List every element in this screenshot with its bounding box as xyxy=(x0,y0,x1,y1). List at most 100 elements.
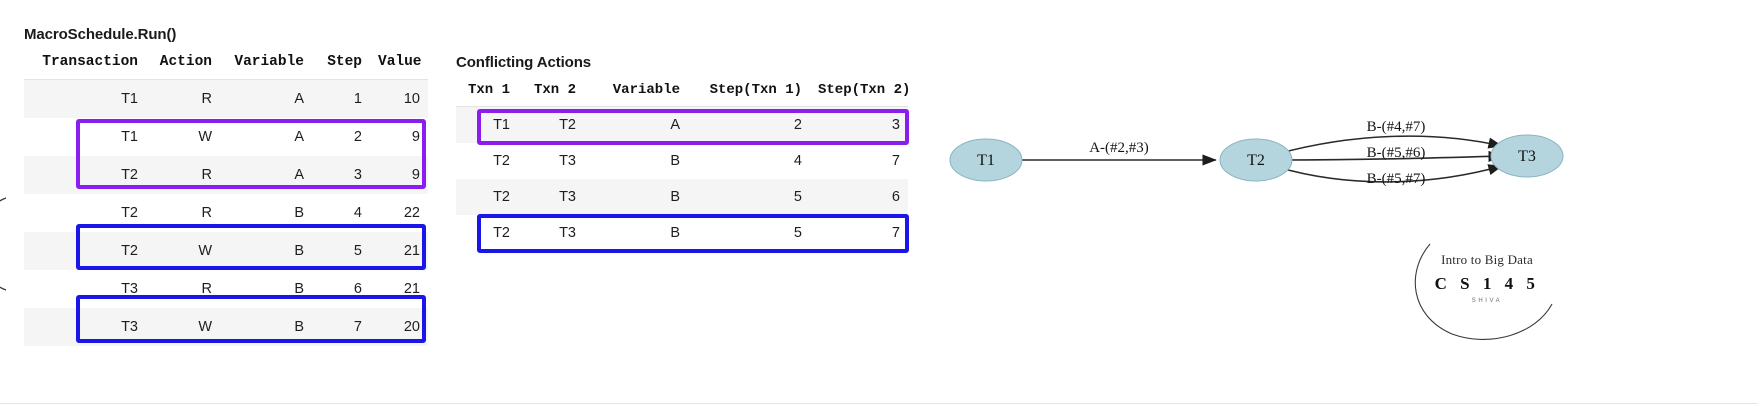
cell-step: 3 xyxy=(312,156,370,194)
cell-variable: B xyxy=(294,205,304,221)
cell-variable: B xyxy=(670,225,680,241)
precedence-graph: T1 T2 T3 A-(#2,#3) B-(#4,#7) B-(#5,#6) B… xyxy=(930,112,1580,222)
cell-variable: B xyxy=(294,281,304,297)
graph-node-label-t3: T3 xyxy=(1518,148,1536,165)
cell-txn1: T1 xyxy=(456,106,518,143)
logo-title: Intro to Big Data xyxy=(1441,252,1533,267)
cell-step: 5 xyxy=(312,232,370,270)
table-row: T1 T2 A 2 3 xyxy=(456,106,908,143)
graph-edge-label-b1: B-(#4,#7) xyxy=(1367,119,1426,135)
column-header-action: Action xyxy=(146,52,220,80)
logo-subtitle: SHIVA xyxy=(1471,298,1503,304)
conflicting-actions-table: Txn 1 Txn 2 Variable Step(Txn 1) Step(Tx… xyxy=(456,80,910,251)
cell-txn2: T3 xyxy=(559,225,576,241)
cell-action: R xyxy=(201,205,212,221)
cell-txn1: T2 xyxy=(493,225,510,241)
table-row: T2 T3 B 4 7 xyxy=(456,143,908,179)
cell-step-txn1: 5 xyxy=(688,179,810,215)
column-header-step-txn2: Step(Txn 2) xyxy=(810,80,910,107)
column-header-txn1: Txn 1 xyxy=(456,80,518,107)
cell-variable: A xyxy=(584,106,688,143)
cell-value: 21 xyxy=(403,281,420,297)
cell-transaction: T3 xyxy=(121,281,138,297)
cell-variable: A xyxy=(294,129,304,145)
cell-variable: B xyxy=(220,308,312,346)
cell-step: 7 xyxy=(312,308,370,346)
left-edge-arc-decoration xyxy=(0,197,7,291)
table-row: T1 R A 1 10 xyxy=(24,79,428,118)
column-header-txn2: Txn 2 xyxy=(518,80,584,107)
cell-value: 20 xyxy=(370,308,428,346)
cell-txn1: T2 xyxy=(493,153,510,169)
conflicting-actions-title: Conflicting Actions xyxy=(456,54,592,71)
cell-value: 21 xyxy=(370,232,428,270)
cell-step: 4 xyxy=(353,205,362,221)
cell-step-txn1: 4 xyxy=(793,153,802,169)
cell-step-txn1: 5 xyxy=(793,225,802,241)
table-header-row: Txn 1 Txn 2 Variable Step(Txn 1) Step(Tx… xyxy=(456,80,910,107)
macroschedule-title: MacroSchedule.Run() xyxy=(24,26,177,43)
cell-action: W xyxy=(146,232,220,270)
cell-action: W xyxy=(198,129,212,145)
cell-action: R xyxy=(146,79,220,118)
column-header-step-txn1: Step(Txn 1) xyxy=(688,80,810,107)
cell-value: 22 xyxy=(403,205,420,221)
graph-edge-label-b3: B-(#5,#7) xyxy=(1367,171,1426,187)
cell-step-txn2: 7 xyxy=(891,225,900,241)
cell-step: 1 xyxy=(312,79,370,118)
graph-edge-t2-t3-mid xyxy=(1278,150,1503,162)
table-row: T2 W B 5 21 xyxy=(24,232,428,270)
table-row: T2 R A 3 9 xyxy=(24,156,428,194)
column-header-transaction: Transaction xyxy=(24,52,146,80)
cell-variable: B xyxy=(584,179,688,215)
cell-variable: A xyxy=(220,79,312,118)
column-header-variable: Variable xyxy=(584,80,688,107)
table-row: T2 T3 B 5 6 xyxy=(456,179,908,215)
graph-node-t3 xyxy=(1490,134,1564,178)
cell-action: R xyxy=(201,281,212,297)
table-header-row: Transaction Action Variable Step Value xyxy=(24,52,428,80)
cell-action: W xyxy=(146,308,220,346)
cell-transaction: T3 xyxy=(24,308,146,346)
cell-step-txn2: 3 xyxy=(810,106,908,143)
cell-txn2: T3 xyxy=(559,153,576,169)
macroschedule-panel: MacroSchedule.Run() Transaction Action V… xyxy=(24,26,428,346)
cell-transaction: T2 xyxy=(24,232,146,270)
cell-value: 9 xyxy=(411,129,420,145)
cell-transaction: T1 xyxy=(121,129,138,145)
course-logo: Intro to Big Data C S 1 4 5 SHIVA xyxy=(1412,238,1562,348)
table-row: T2 R B 4 22 xyxy=(24,194,428,232)
table-row: T3 R B 6 21 xyxy=(24,270,428,308)
cell-step: 6 xyxy=(353,281,362,297)
cell-variable: B xyxy=(220,232,312,270)
cell-txn2: T2 xyxy=(518,106,584,143)
cell-step-txn2: 6 xyxy=(810,179,908,215)
conflicting-actions-panel: Conflicting Actions Txn 1 Txn 2 Variable… xyxy=(456,54,910,251)
cell-transaction: T2 xyxy=(121,205,138,221)
graph-edge-label-a: A-(#2,#3) xyxy=(1089,140,1149,156)
cell-action: R xyxy=(146,156,220,194)
cell-txn2: T3 xyxy=(518,179,584,215)
cell-step-txn2: 7 xyxy=(891,153,900,169)
logo-course-code: C S 1 4 5 xyxy=(1434,274,1540,293)
cell-transaction: T1 xyxy=(24,79,146,118)
column-header-step: Step xyxy=(312,52,370,80)
cell-value: 9 xyxy=(370,156,428,194)
logo-arc-icon xyxy=(1414,243,1553,340)
macroschedule-table: Transaction Action Variable Step Value T… xyxy=(24,52,428,346)
table-row: T2 T3 B 5 7 xyxy=(456,215,908,251)
graph-node-label-t2: T2 xyxy=(1247,152,1265,169)
cell-variable: B xyxy=(670,153,680,169)
table-row: T3 W B 7 20 xyxy=(24,308,428,346)
column-header-value: Value xyxy=(370,52,428,80)
column-header-variable: Variable xyxy=(220,52,312,80)
graph-node-t1 xyxy=(949,138,1023,182)
cell-variable: A xyxy=(220,156,312,194)
cell-step-txn1: 2 xyxy=(688,106,810,143)
cell-txn1: T2 xyxy=(456,179,518,215)
cell-transaction: T2 xyxy=(24,156,146,194)
table-row: T1 W A 2 9 xyxy=(24,118,428,156)
graph-edge-label-b2: B-(#5,#6) xyxy=(1367,145,1426,161)
graph-edge-t2-t3-bottom xyxy=(1276,164,1503,183)
